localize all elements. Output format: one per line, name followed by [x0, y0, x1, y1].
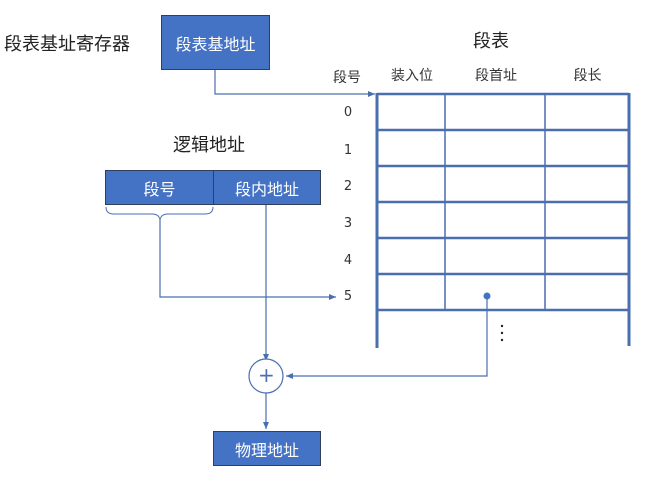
logical-address-title: 逻辑地址 [173, 135, 245, 156]
row-label: 1 [343, 143, 353, 158]
segment-table-base-register: 段表基地址 [161, 15, 270, 70]
register-caption: 段表基址寄存器 [4, 34, 130, 55]
segment-base-to-adder-arrow [286, 296, 488, 379]
segment-number-field-label: 段号 [143, 179, 176, 199]
physical-address-label: 物理地址 [234, 440, 299, 460]
logical-address-segment-number: 段号 [105, 170, 214, 205]
adder-plus-icon: + [258, 363, 275, 387]
base-to-table-arrow [214, 70, 375, 97]
offset-field-label: 段内地址 [234, 179, 299, 199]
segment-table-grid [375, 92, 631, 348]
segment-table-title: 段表 [473, 31, 509, 52]
column-header-segment-base: 段首址 [475, 68, 517, 84]
row-label: 5 [343, 289, 353, 304]
segment-number-brace [105, 206, 214, 221]
row-label: 3 [343, 216, 353, 231]
ellipsis-dot [500, 331, 504, 335]
segment-number-to-row-arrow [159, 220, 336, 300]
ellipsis-dot [500, 324, 504, 328]
column-header-present-bit: 装入位 [391, 68, 433, 84]
ellipsis-dot [500, 338, 504, 342]
row-label: 2 [343, 179, 353, 194]
row-label: 4 [343, 253, 353, 268]
register-box-label: 段表基地址 [175, 34, 256, 54]
segment-number-header: 段号 [333, 70, 361, 86]
physical-address-box: 物理地址 [213, 431, 321, 466]
logical-address-offset: 段内地址 [213, 170, 321, 205]
row-label: 0 [343, 105, 353, 120]
column-header-segment-length: 段长 [573, 68, 602, 84]
